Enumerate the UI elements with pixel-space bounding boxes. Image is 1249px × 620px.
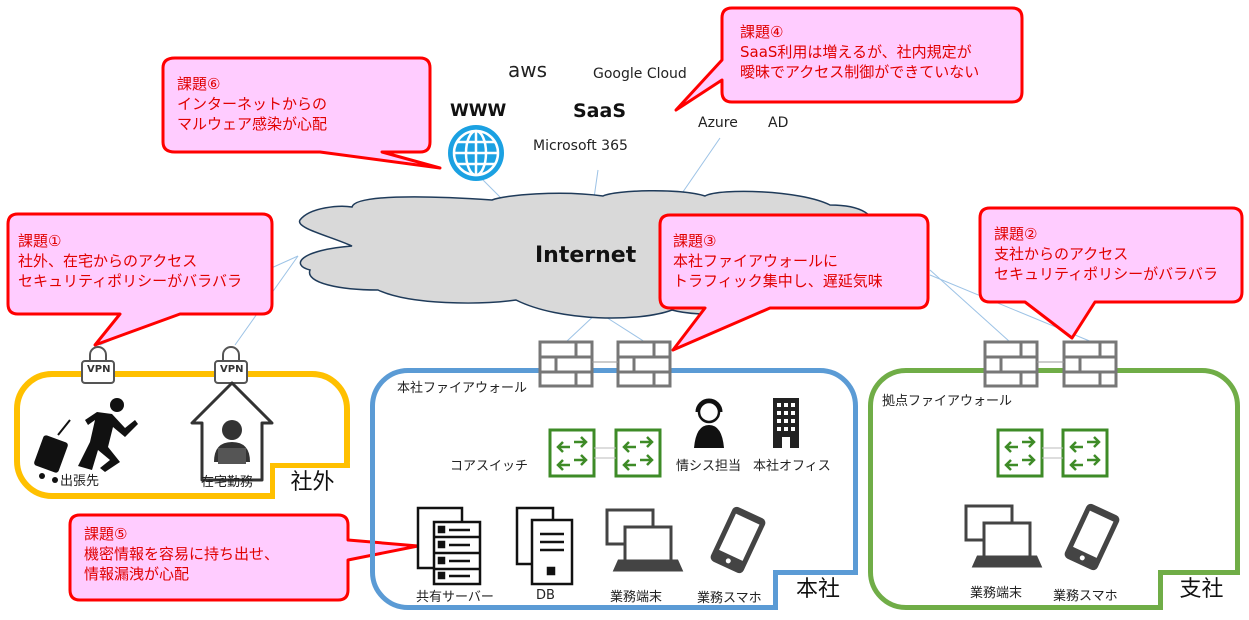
callout-shape-5: [68, 513, 420, 602]
file-server-icon: [416, 506, 482, 586]
label-saas: SaaS: [573, 100, 627, 122]
callout-2-line: 支社からのアクセス: [994, 245, 1129, 263]
callout-1: 課題① 社外、在宅からのアクセス セキュリティポリシーがバラバラ: [18, 231, 242, 291]
label-work-from-home: 在宅勤務: [201, 475, 254, 490]
zone-headquarters: [370, 368, 858, 610]
callout-2-line: セキュリティポリシーがバラバラ: [994, 265, 1218, 283]
traveler-icon: [34, 398, 138, 483]
callout-1-line: 社外、在宅からのアクセス: [18, 252, 198, 270]
vpn-lock-icon: [81, 346, 115, 384]
label-branch-pc: 業務端末: [970, 586, 1023, 601]
callout-5: 課題⑤ 機密情報を容易に持ち出せ、 情報漏洩が心配: [84, 524, 279, 584]
zone-tag-branch: 支社: [1158, 570, 1240, 610]
label-microsoft-365: Microsoft 365: [533, 138, 628, 154]
smartphone-icon: [710, 506, 766, 574]
zone-branch: [868, 368, 1240, 610]
callout-1-title: 課題①: [18, 232, 62, 250]
callout-shape-3: [658, 213, 930, 352]
callout-shape-2: [978, 206, 1244, 340]
callout-6: 課題⑥ インターネットからの マルウェア感染が心配: [177, 74, 327, 134]
label-hq-phone: 業務スマホ: [697, 591, 762, 606]
label-branch-firewall: 拠点ファイアウォール: [882, 394, 1013, 409]
callout-shape-4: [674, 6, 1024, 112]
globe-icon: [448, 125, 504, 181]
firewall-icon: [616, 340, 672, 388]
label-aws: aws: [508, 58, 548, 82]
label-azure: Azure: [698, 115, 738, 131]
callout-2: 課題② 支社からのアクセス セキュリティポリシーがバラバラ: [994, 224, 1218, 284]
firewall-icon: [1062, 340, 1118, 388]
callout-1-line: セキュリティポリシーがバラバラ: [18, 272, 242, 290]
home-office-icon: [190, 381, 274, 482]
label-hq-office: 本社オフィス: [753, 459, 831, 474]
callout-3-line: トラフィック集中し、遅延気味: [673, 272, 883, 290]
callout-6-line: インターネットからの: [177, 95, 328, 113]
label-www: WWW: [450, 101, 507, 121]
laptop-icon: [605, 508, 684, 572]
link-internet-brfw1: [929, 269, 1011, 343]
zone-tag-remote: 社外: [270, 463, 350, 499]
office-building-icon: [773, 398, 799, 448]
callout-3-line: 本社ファイアウォールに: [673, 252, 839, 270]
it-staff-icon: [694, 398, 724, 448]
label-branch-phone: 業務スマホ: [1053, 589, 1118, 604]
callout-5-line: 機密情報を容易に持ち出せ、: [84, 545, 280, 563]
label-hq-firewall: 本社ファイアウォール: [397, 381, 528, 396]
callout-3: 課題③ 本社ファイアウォールに トラフィック集中し、遅延気味: [673, 231, 883, 291]
database-server-icon: [515, 506, 574, 586]
callout-shape-6: [161, 56, 442, 170]
label-internet: Internet: [535, 243, 637, 268]
label-ad: AD: [768, 115, 789, 131]
callout-4-line: 曖昧でアクセス制御ができていない: [740, 63, 980, 81]
switch-icon: [996, 428, 1044, 478]
callout-4-title: 課題④: [740, 23, 784, 41]
zone-remote: [14, 371, 350, 499]
label-hq-pc: 業務端末: [610, 590, 663, 605]
callout-6-line: マルウェア感染が心配: [177, 115, 328, 133]
vpn-label-home: VPN: [220, 364, 244, 375]
label-business-trip: 出張先: [60, 474, 100, 489]
vpn-label-travel: VPN: [87, 364, 111, 375]
firewall-icon: [983, 340, 1039, 388]
callout-3-title: 課題③: [673, 232, 717, 250]
label-google-cloud: Google Cloud: [593, 66, 687, 82]
callout-2-title: 課題②: [994, 225, 1038, 243]
label-it-staff: 情シス担当: [676, 459, 742, 474]
laptop-icon: [964, 504, 1043, 568]
smartphone-icon: [1064, 503, 1120, 571]
switch-icon: [1061, 428, 1109, 478]
callout-5-title: 課題⑤: [84, 525, 128, 543]
callouts: [6, 6, 1244, 602]
switch-icon: [548, 428, 596, 478]
firewall-icon: [538, 340, 594, 388]
callout-6-title: 課題⑥: [177, 75, 221, 93]
label-shared-server: 共有サーバー: [416, 590, 494, 605]
switch-icon: [614, 428, 662, 478]
zone-tag-hq: 本社: [773, 570, 858, 610]
callout-4-line: SaaS利用は増えるが、社内規定が: [740, 43, 972, 61]
label-db: DB: [536, 588, 555, 603]
callout-4: 課題④ SaaS利用は増えるが、社内規定が 曖昧でアクセス制御ができていない: [740, 22, 979, 82]
callout-shape-1: [6, 212, 274, 347]
label-core-switch: コアスイッチ: [450, 459, 529, 474]
callout-5-line: 情報漏洩が心配: [84, 565, 190, 583]
